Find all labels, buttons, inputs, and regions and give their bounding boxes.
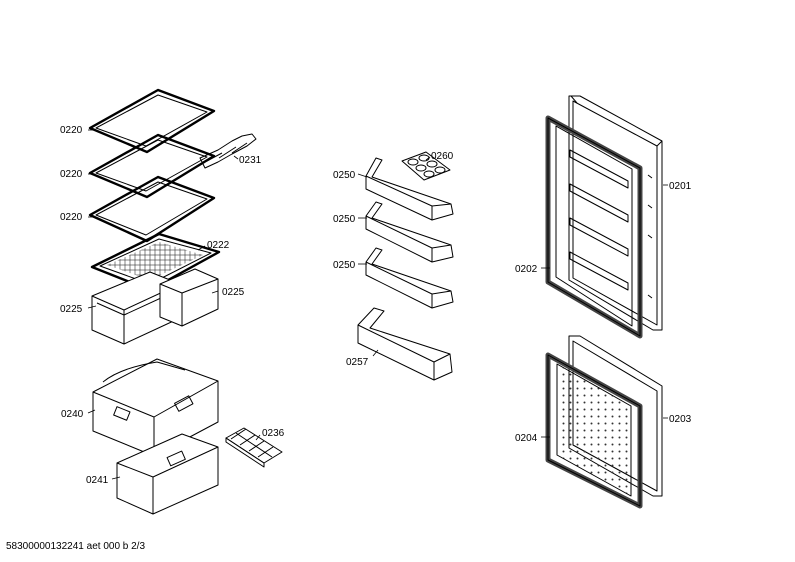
label-0225-left: 0225 [60,304,83,315]
door-bin-0250-bottom [366,248,453,308]
bottle-bin-0257 [358,308,452,380]
glass-shelf-0220-bottom [90,177,214,241]
label-0201: 0201 [669,181,692,192]
crisper-drawer-0225-right [160,269,218,326]
label-0204: 0204 [515,433,538,444]
label-0222: 0222 [207,240,230,251]
freezer-drawer-0241 [117,434,218,514]
part-labels: 0220 0220 0220 0231 0222 0225 0225 0240 … [60,125,692,486]
label-0250-top: 0250 [333,170,356,181]
shelf-trim-0231 [200,134,256,168]
label-0202: 0202 [515,264,538,275]
leader-lines [87,129,668,480]
label-0257: 0257 [346,357,369,368]
glass-shelf-0220-top [90,90,214,152]
freezer-drawer-0240 [93,359,218,456]
door-bin-0250-top [366,158,453,220]
label-0225-right: 0225 [222,287,245,298]
label-0231: 0231 [239,155,262,166]
ice-tray-0236 [226,428,282,467]
label-0220-top: 0220 [60,125,83,136]
egg-tray-0260 [402,152,450,180]
label-0236: 0236 [262,428,285,439]
label-0241: 0241 [86,475,109,486]
label-0203: 0203 [669,414,692,425]
freezer-door-gasket-0204 [548,355,640,506]
glass-shelf-0220-middle [90,135,214,197]
label-0240: 0240 [61,409,84,420]
fridge-door-gasket-0202 [548,118,640,336]
door-bin-0250-middle [366,202,453,262]
label-0260: 0260 [431,151,454,162]
document-footer-id: 58300000132241 aet 000 b 2/3 [6,541,146,552]
label-0220-bottom: 0220 [60,212,83,223]
label-0250-middle: 0250 [333,214,356,225]
label-0220-middle: 0220 [60,169,83,180]
label-0250-bottom: 0250 [333,260,356,271]
